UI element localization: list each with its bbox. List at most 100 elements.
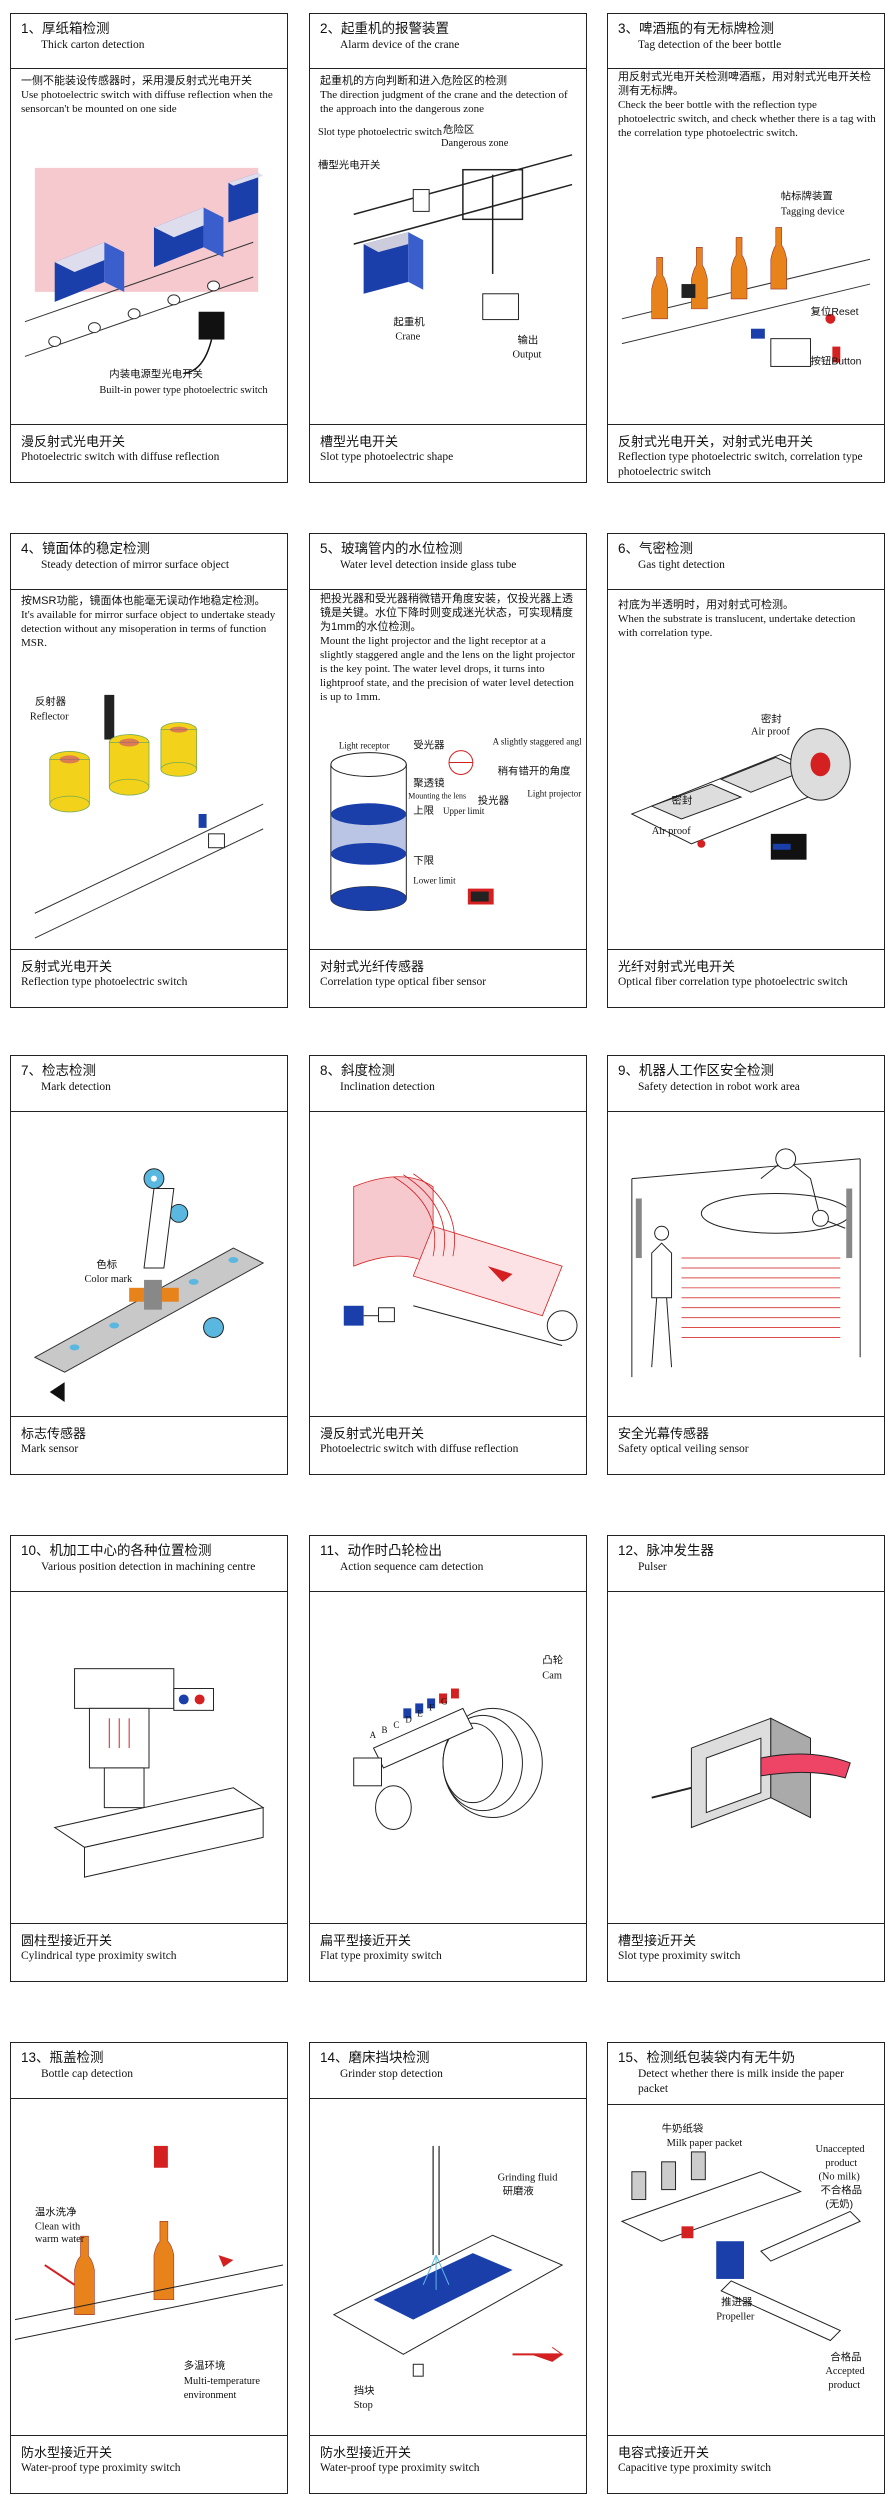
card-10-machining-centre: 10、机加工中心的各种位置检测 Various position detecti…	[10, 1535, 288, 1982]
svg-text:C: C	[393, 1720, 399, 1730]
svg-text:Clean with: Clean with	[35, 2221, 81, 2232]
svg-text:不合格品: 不合格品	[820, 2184, 862, 2197]
card-4-mirror-surface: 4、镜面体的稳定检测 Steady detection of mirror su…	[10, 533, 288, 1008]
card-footer: 扁平型接近开关 Flat type proximity switch	[310, 1923, 586, 1981]
card-header: 11、动作时凸轮检出 Action sequence cam detection	[310, 1536, 586, 1592]
svg-text:D: D	[405, 1714, 412, 1724]
card-11-cam-detection: 11、动作时凸轮检出 Action sequence cam detection…	[309, 1535, 587, 1982]
svg-text:Grinding fluid: Grinding fluid	[498, 2173, 559, 2184]
svg-text:Milk paper packet: Milk paper packet	[667, 2138, 743, 2149]
svg-text:Air proof: Air proof	[751, 727, 791, 738]
svg-text:帖标牌装置: 帖标牌装置	[781, 190, 833, 203]
milk-packet-illustration: 牛奶纸袋 Milk paper packet Unaccepted produc…	[612, 2111, 880, 2431]
svg-text:Dangerous zone: Dangerous zone	[441, 138, 509, 149]
card-subtitle: Inclination detection	[340, 1081, 435, 1093]
svg-text:(No milk): (No milk)	[818, 2172, 860, 2183]
svg-text:Accepted: Accepted	[825, 2366, 865, 2377]
card-5-water-level: 5、玻璃管内的水位检测 Water level detection inside…	[309, 533, 587, 1008]
svg-text:Lower limit: Lower limit	[413, 876, 456, 886]
robot-illustration	[612, 1118, 880, 1408]
card-subtitle: Safety detection in robot work area	[638, 1081, 800, 1093]
card-header: 14、磨床挡块检测 Grinder stop detection	[310, 2043, 586, 2099]
svg-text:上限: 上限	[413, 805, 434, 817]
card-title: 2、起重机的报警装置	[320, 21, 450, 36]
card-footer: 防水型接近开关 Water-proof type proximity switc…	[11, 2435, 287, 2493]
svg-text:密封: 密封	[672, 794, 693, 807]
svg-text:输出: 输出	[517, 333, 538, 346]
svg-text:environment: environment	[184, 2390, 237, 2401]
card-header: 1、厚纸箱检测 Thick carton detection	[11, 14, 287, 69]
svg-text:挡块: 挡块	[354, 2384, 375, 2397]
card-title: 6、气密检测	[618, 541, 694, 556]
svg-text:Upper limit: Upper limit	[443, 806, 485, 816]
svg-text:密封: 密封	[761, 713, 782, 726]
card-footer: 标志传感器 Mark sensor	[11, 1416, 287, 1474]
card-footer: 漫反射式光电开关 Photoelectric switch with diffu…	[310, 1416, 586, 1474]
svg-text:起重机: 起重机	[393, 316, 425, 329]
svg-text:Output: Output	[513, 349, 542, 360]
card-13-bottle-cap: 13、瓶盖检测 Bottle cap detection 温水洗净 Clean …	[10, 2042, 288, 2494]
card-header: 15、检测纸包装袋内有无牛奶 Detect whether there is m…	[608, 2043, 884, 2105]
svg-text:Tagging device: Tagging device	[781, 207, 845, 218]
card-subtitle: Pulser	[638, 1561, 667, 1573]
svg-text:(无奶): (无奶)	[825, 2198, 853, 2210]
card-header: 3、啤酒瓶的有无标牌检测 Tag detection of the beer b…	[608, 14, 884, 69]
svg-text:复位Reset: 复位Reset	[811, 305, 859, 318]
svg-text:研磨液: 研磨液	[503, 2185, 535, 2198]
card-description: 按MSR功能，镜面体也能毫无误动作地稳定检测。 It's available f…	[21, 595, 276, 649]
card-header: 6、气密检测 Gas tight detection	[608, 534, 884, 590]
card-subtitle: Action sequence cam detection	[340, 1561, 484, 1573]
card-header: 5、玻璃管内的水位检测 Water level detection inside…	[310, 534, 586, 590]
beer-illustration: 帖标牌装置 Tagging device 复位Reset 按钮Button	[612, 169, 880, 414]
card-footer: 反射式光电开关 Reflection type photoelectric sw…	[11, 949, 287, 1007]
svg-text:反射器: 反射器	[35, 695, 67, 708]
card-6-gas-tight: 6、气密检测 Gas tight detection 衬底为半透明时，用对射式可…	[607, 533, 885, 1008]
card-14-grinder-stop: 14、磨床挡块检测 Grinder stop detection Grindin…	[309, 2042, 587, 2494]
svg-text:Propeller: Propeller	[716, 2312, 755, 2323]
svg-text:色标: 色标	[96, 1258, 117, 1271]
crane-box	[363, 232, 424, 294]
card-subtitle: Steady detection of mirror surface objec…	[41, 559, 230, 571]
card-subtitle: Tag detection of the beer bottle	[638, 39, 782, 51]
card-description: 用反射式光电开关检测啤酒瓶，用对射式光电开关检测有无标牌。 Check the …	[618, 71, 876, 139]
svg-text:Crane: Crane	[395, 331, 420, 342]
card-subtitle: Alarm device of the crane	[340, 39, 460, 51]
card-title: 14、磨床挡块检测	[320, 2050, 430, 2065]
card-2-crane-alarm: 2、起重机的报警装置 Alarm device of the crane 起重机…	[309, 13, 587, 483]
card-header: 8、斜度检测 Inclination detection	[310, 1056, 586, 1112]
water-tube-illustration: Light receptor 受光器 A slightly staggered …	[314, 734, 582, 939]
card-header: 13、瓶盖检测 Bottle cap detection	[11, 2043, 287, 2099]
card-footer: 防水型接近开关 Water-proof type proximity switc…	[310, 2435, 586, 2493]
svg-text:A: A	[370, 1730, 377, 1740]
card-description: 起重机的方向判断和进入危险区的检测 The direction judgment…	[320, 75, 568, 115]
card-footer: 漫反射式光电开关 Photoelectric switch with diffu…	[11, 424, 287, 482]
card-header: 10、机加工中心的各种位置检测 Various position detecti…	[11, 1536, 287, 1592]
card-footer: 槽型光电开关 Slot type photoelectric shape	[310, 424, 586, 482]
card-title: 8、斜度检测	[320, 1063, 396, 1078]
bottle-cap-illustration: 温水洗净 Clean with warm water 多温环境 Multi-te…	[15, 2105, 283, 2430]
card-title: 15、检测纸包装袋内有无牛奶	[618, 2050, 796, 2065]
svg-text:A slightly staggered angle: A slightly staggered angle	[493, 737, 582, 747]
card-subtitle: Bottle cap detection	[41, 2068, 133, 2080]
svg-text:Unaccepted: Unaccepted	[815, 2144, 865, 2155]
svg-text:合格品: 合格品	[830, 2350, 861, 2363]
svg-text:受光器: 受光器	[413, 739, 445, 752]
svg-text:product: product	[828, 2380, 860, 2391]
svg-text:E: E	[417, 1708, 422, 1718]
svg-text:Reflector: Reflector	[30, 712, 69, 723]
card-subtitle: Water level detection inside glass tube	[340, 559, 517, 571]
svg-text:G: G	[441, 1696, 448, 1706]
svg-text:Mounting the lens: Mounting the lens	[408, 791, 466, 800]
svg-text:Color mark: Color mark	[84, 1274, 132, 1285]
svg-text:下限: 下限	[413, 855, 434, 867]
inclination-illustration	[314, 1146, 582, 1406]
svg-text:多温环境: 多温环境	[184, 2359, 226, 2372]
card-footer: 安全光幕传感器 Safety optical veiling sensor	[608, 1416, 884, 1474]
card-title: 10、机加工中心的各种位置检测	[21, 1543, 212, 1558]
card-title: 11、动作时凸轮检出	[320, 1543, 443, 1558]
svg-text:Air proof: Air proof	[652, 826, 692, 837]
card-1-thick-carton: 1、厚纸箱检测 Thick carton detection 一侧不能装设传感器…	[10, 13, 288, 483]
svg-text:推进器: 推进器	[721, 2296, 753, 2309]
card-subtitle: Mark detection	[41, 1081, 111, 1093]
svg-text:槽型光电开关: 槽型光电开关	[318, 159, 380, 172]
